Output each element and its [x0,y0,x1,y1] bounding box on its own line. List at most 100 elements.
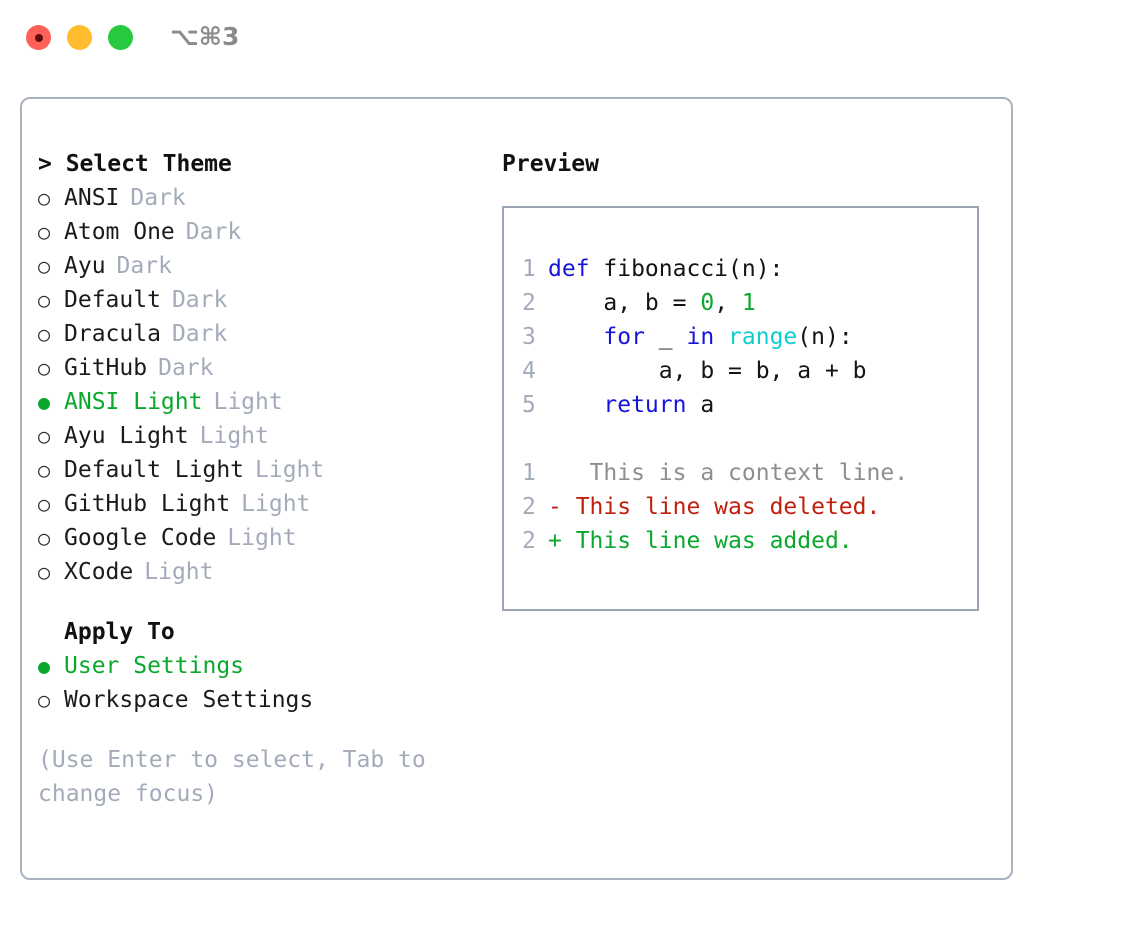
code-line: 2 a, b = 0, 1 [522,286,977,320]
theme-option-xcode[interactable]: ○ XCode Light [38,555,478,589]
line-number: 1 [522,256,536,282]
window-controls [26,25,133,50]
code-token: def [548,256,590,282]
diff-marker: + [548,528,562,554]
apply-to-option-label: Workspace Settings [64,687,314,713]
diff-marker: - [548,494,562,520]
diff-sample: 1 This is a context line.2- This line wa… [522,456,977,558]
minimize-button[interactable] [67,25,92,50]
radio-unselected-icon: ○ [38,322,51,346]
theme-option-google-code[interactable]: ○ Google Code Light [38,521,478,555]
code-token [548,392,603,418]
radio-unselected-icon: ○ [38,688,51,712]
theme-option-label: GitHub Light [64,491,231,517]
theme-variant-badge: Dark [171,287,228,313]
radio-unselected-icon: ○ [38,458,51,482]
code-token: in [686,324,715,350]
theme-variant-badge: Dark [130,185,186,211]
title-bar: ⌥⌘3 [0,0,1140,80]
code-token: (n): [797,324,853,350]
radio-unselected-icon: ○ [38,492,51,516]
theme-variant-badge: Dark [116,253,172,279]
code-token: , [714,290,742,316]
theme-variant-badge: Light [213,389,283,415]
diff-text: This is a context line. [561,460,909,486]
code-token: for [603,324,645,350]
theme-option-label: Ayu [64,253,106,279]
radio-selected-icon: ● [38,654,51,678]
theme-option-label: Default [64,287,161,313]
theme-option-github-light[interactable]: ○ GitHub Light Light [38,487,478,521]
section-spacer [38,589,478,615]
diff-line-add: 2 + This line was added. [522,524,977,558]
radio-unselected-icon: ○ [38,186,51,210]
keyboard-shortcut-label: ⌥⌘3 [170,22,240,51]
line-number: 2 [522,528,536,554]
theme-option-label: Default Light [64,457,245,483]
hint-spacer [38,717,478,743]
radio-unselected-icon: ○ [38,560,51,584]
theme-option-atom-one[interactable]: ○ Atom One Dark [38,215,478,249]
close-button[interactable] [26,25,51,50]
theme-variant-badge: Dark [185,219,242,245]
theme-variant-badge: Light [144,559,214,585]
theme-option-label: Google Code [64,525,217,551]
radio-unselected-icon: ○ [38,254,51,278]
theme-option-label: ANSI Light [64,389,203,415]
apply-to-option-workspace-settings[interactable]: ○ Workspace Settings [38,683,478,717]
close-icon [34,33,43,42]
diff-line-delete: 2- This line was deleted. [522,490,977,524]
apply-to-option-user-settings[interactable]: ● User Settings [38,649,478,683]
theme-option-label: GitHub [64,355,148,381]
theme-option-dracula[interactable]: ○ Dracula Dark [38,317,478,351]
preview-heading: Preview [502,151,599,177]
theme-option-label: Ayu Light [64,423,189,449]
code-token: fibonacci(n): [589,256,784,282]
code-token: range [728,324,798,350]
theme-variant-badge: Light [199,423,269,449]
theme-variant-badge: Dark [171,321,228,347]
radio-unselected-icon: ○ [38,356,51,380]
line-number: 5 [522,392,536,418]
code-token: a, b = b, a + b [548,358,867,384]
theme-option-ayu[interactable]: ○ Ayu Dark [38,249,478,283]
radio-unselected-icon: ○ [38,220,51,244]
theme-option-label: Atom One [64,219,175,245]
code-token: a, b = [548,290,701,316]
code-line: 4 a, b = b, a + b [522,354,977,388]
line-number: 4 [522,358,536,384]
code-token [714,324,728,350]
apply-to-heading: Apply To [64,619,175,645]
theme-variant-badge: Light [227,525,297,551]
radio-selected-icon: ● [38,390,51,414]
code-token: _ [644,324,687,350]
maximize-button[interactable] [108,25,133,50]
code-token [548,324,603,350]
theme-variant-badge: Light [255,457,325,483]
theme-option-ansi-light[interactable]: ● ANSI Light Light [38,385,478,419]
diff-line-context: 1 This is a context line. [522,456,977,490]
code-diff-gap [522,422,977,456]
code-line: 5 return a [522,388,977,422]
theme-option-label: XCode [64,559,134,585]
diff-text: This line was deleted. [561,494,881,520]
radio-unselected-icon: ○ [38,526,51,550]
diff-marker [548,460,562,486]
line-number: 2 [522,290,536,316]
apply-to-option-label: User Settings [64,653,245,679]
theme-option-default-light[interactable]: ○ Default Light Light [38,453,478,487]
theme-variant-badge: Light [241,491,311,517]
diff-text: This line was added. [561,528,853,554]
theme-option-label: Dracula [64,321,161,347]
